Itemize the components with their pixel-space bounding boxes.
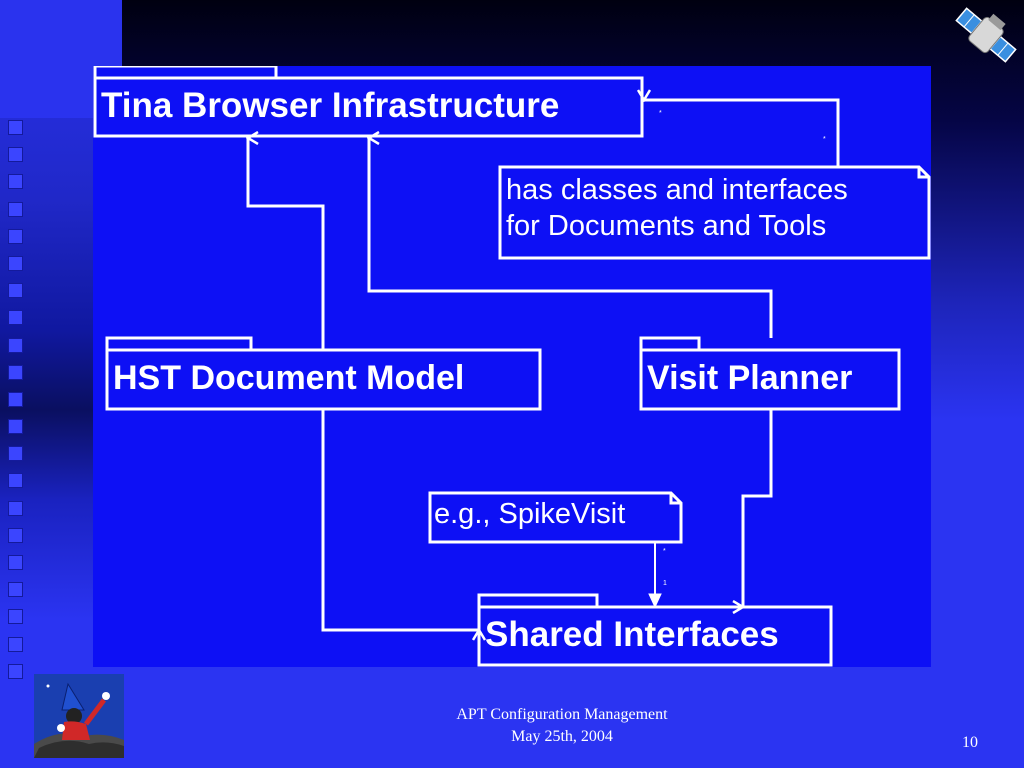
spike-arrowhead [648,593,662,609]
dep-hst-to-shared [321,409,479,630]
package-shared-label: Shared Interfaces [485,615,779,654]
diagram-lines [93,66,931,667]
package-diagram: Tina Browser Infrastructure HST Document… [93,66,931,667]
note-spike-text: e.g., SpikeVisit [434,498,626,530]
package-visit-label: Visit Planner [647,359,853,397]
satellite-icon [955,7,1017,63]
package-hst-label: HST Document Model [113,359,465,397]
note-classes-text: has classes and interfaces for Documents… [506,172,848,245]
note-classes-shape [498,165,931,260]
footer-title: APT Configuration Management May 25th, 2… [380,704,744,748]
page-number: 10 [962,734,978,751]
dep-visit-to-shared [743,409,773,607]
decorative-squares [8,120,28,691]
dep-visit-to-tina [369,138,773,338]
package-tina-label: Tina Browser Infrastructure [101,86,560,125]
multiplicity-star-tina-a: * [659,110,662,117]
multiplicity-one-spike: 1 [663,580,667,587]
note-classes-line1: has classes and interfaces [506,174,848,206]
multiplicity-star-spike: * [663,548,666,555]
multiplicity-star-tina-b: * [823,136,826,143]
note-spike-shape [428,491,683,544]
footer-title-line1: APT Configuration Management [456,706,668,723]
dep-hst-to-tina [248,138,325,350]
note-classes-line2: for Documents and Tools [506,210,827,243]
footer-title-line2: May 25th, 2004 [511,728,613,745]
link-note-to-tina [644,100,840,167]
wizard-mascot-icon [34,674,124,758]
